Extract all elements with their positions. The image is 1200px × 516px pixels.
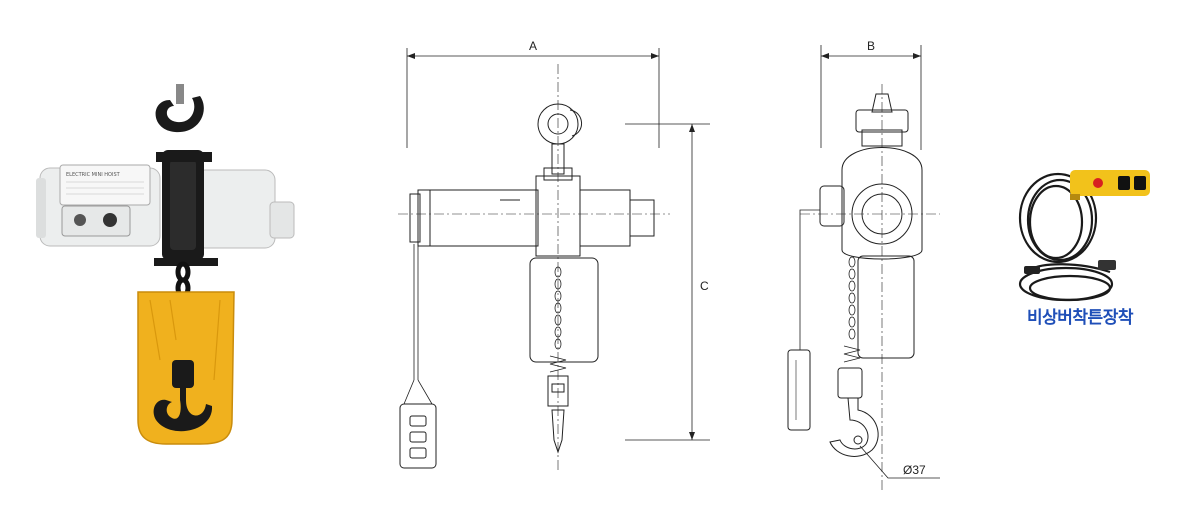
pendant-box	[1070, 170, 1150, 196]
diameter-label: Ø37	[903, 463, 926, 477]
hoist-photo: ELECTRIC MINI HOIST	[36, 84, 295, 445]
emergency-button-caption: 비상버착튼장착	[1027, 308, 1133, 328]
pendant-accessory-photo	[1018, 170, 1150, 302]
front-view-drawing: A C	[398, 39, 710, 470]
dim-c-label: C	[700, 279, 709, 293]
dim-a-label: A	[529, 39, 537, 53]
dim-b-label: B	[867, 39, 875, 53]
side-view-drawing: B Ø37	[787, 39, 940, 490]
nameplate-title: ELECTRIC MINI HOIST	[66, 172, 121, 178]
